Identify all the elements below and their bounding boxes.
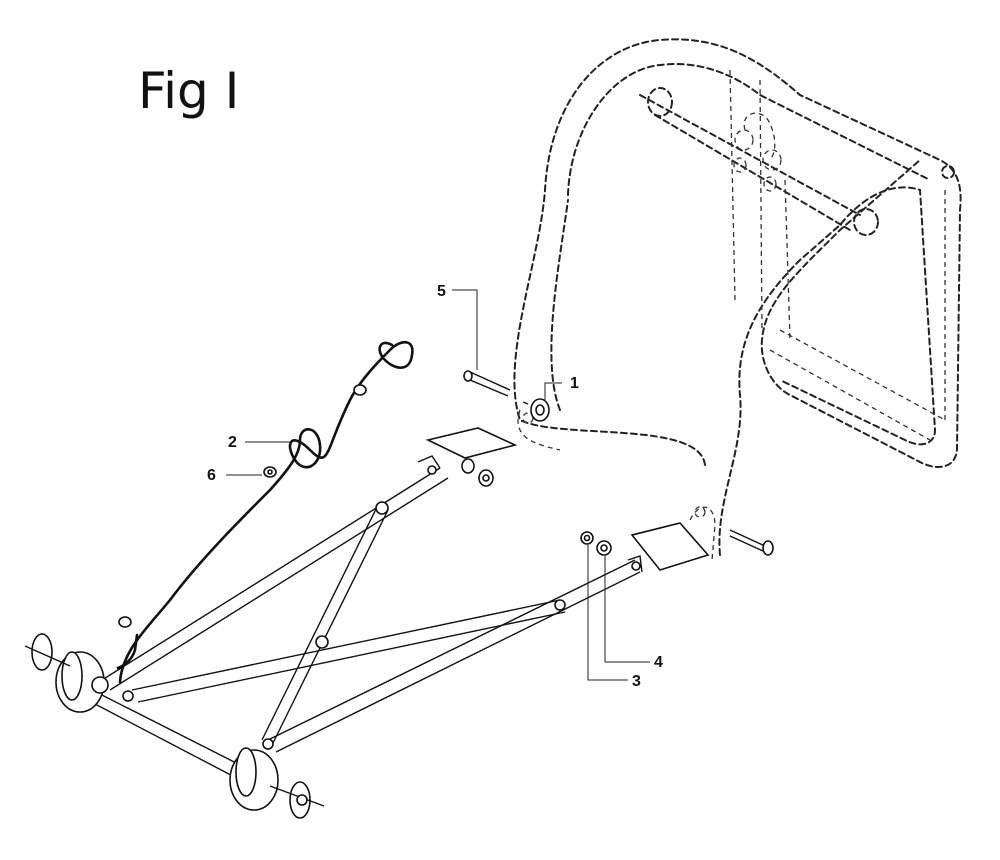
bolt-part-5 xyxy=(463,370,511,397)
callout-6: 6 xyxy=(207,467,216,484)
cable-loop-part-2 xyxy=(116,341,414,684)
bolt-right xyxy=(729,529,774,556)
callout-1: 1 xyxy=(570,375,579,392)
leader-lines xyxy=(226,289,650,681)
bracket-plate-right xyxy=(630,522,710,571)
nut-part-3 xyxy=(580,531,594,545)
callout-2: 2 xyxy=(228,434,237,451)
clip-part-6 xyxy=(263,466,277,478)
left-washer-nut xyxy=(461,458,494,487)
callout-5: 5 xyxy=(437,283,446,300)
bracket-plate-left xyxy=(425,427,518,459)
right-wheel xyxy=(229,747,325,819)
callout-3: 3 xyxy=(632,673,641,690)
left-wheel xyxy=(24,633,109,713)
frame-rails xyxy=(91,455,643,785)
callout-4: 4 xyxy=(654,654,663,671)
spacer-part-1 xyxy=(522,398,550,422)
figure-title: Fig I xyxy=(138,62,240,120)
handle-frame-outline xyxy=(513,38,962,561)
loose-nuts xyxy=(118,384,367,628)
washer-part-4 xyxy=(596,540,612,556)
